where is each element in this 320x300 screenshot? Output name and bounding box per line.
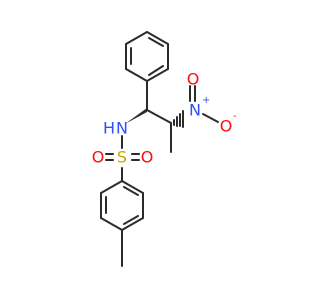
bond-nitro-o-right	[202, 113, 219, 123]
nitro-o-top-label: O	[187, 70, 200, 89]
nitro-n-label: N	[189, 101, 201, 120]
sulfonyl-o-left-label: O	[92, 148, 105, 167]
phenyl-ring	[125, 31, 169, 82]
nitro-n-charge: +	[202, 95, 210, 106]
wedge-bond-c1-n	[125, 108, 147, 124]
amide-h-label: H	[103, 119, 115, 138]
bond-c1-c2	[146, 109, 172, 124]
molecule-structure: N H N + O O - S O O	[92, 31, 237, 267]
tolyl-ring	[100, 180, 144, 231]
sulfonyl-o-right-label: O	[141, 148, 154, 167]
nitro-o-right-label: O	[220, 117, 233, 136]
amide-n-label: N	[116, 119, 128, 138]
nitro-o-charge: -	[233, 111, 237, 122]
sulfur-label: S	[117, 148, 127, 167]
hashed-bond-c2-nitro	[170, 110, 184, 128]
